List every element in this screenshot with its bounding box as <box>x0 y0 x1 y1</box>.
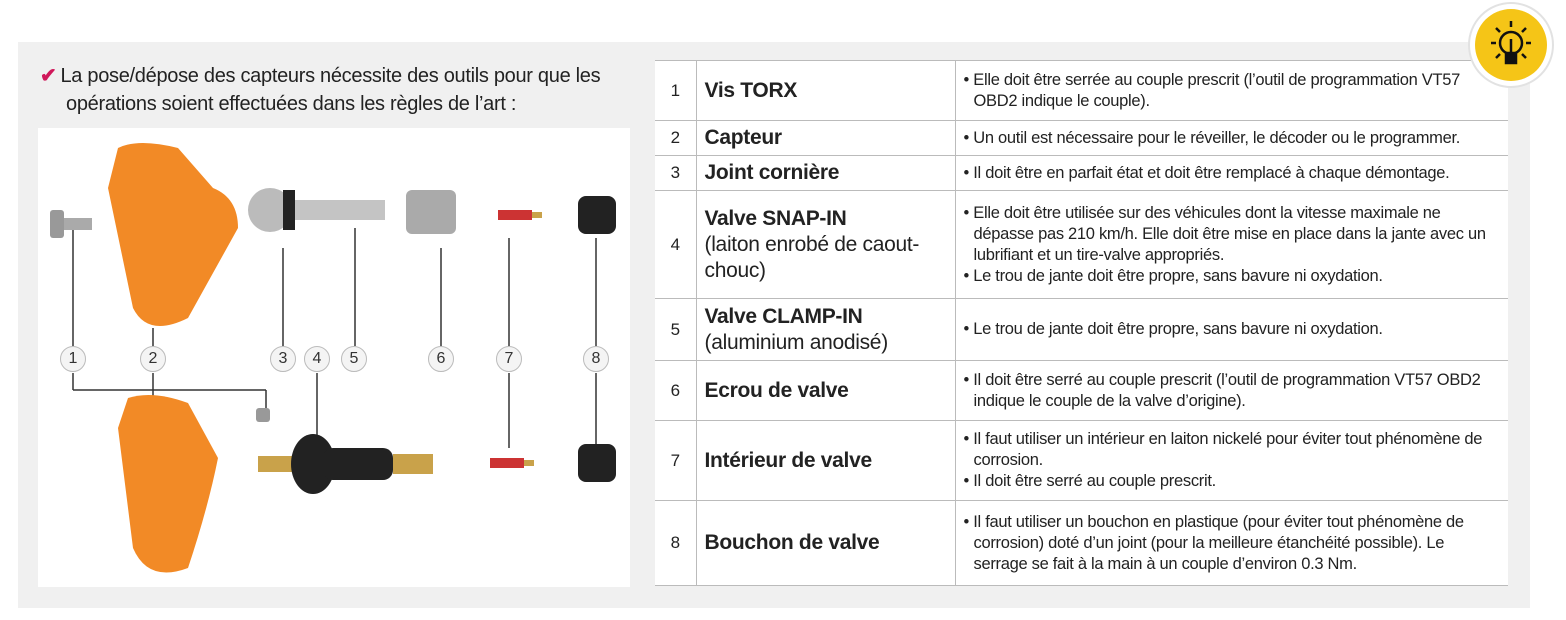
part-description: • Il faut utiliser un intérieur en laito… <box>955 420 1508 501</box>
part-label-2: 2 <box>140 346 166 372</box>
part-name-cell: Valve CLAMP-IN(aluminium anodisé) <box>696 298 956 361</box>
part-label-7: 7 <box>496 346 522 372</box>
part-description: • Il doit être en parfait état et doit ê… <box>955 155 1508 191</box>
part-name: Capteur <box>704 126 783 149</box>
description-text: Un outil est nécessaire pour le réveille… <box>973 128 1461 147</box>
checkmark-icon: ✔ <box>40 65 57 87</box>
parts-illustration <box>50 143 616 573</box>
part-name: Valve CLAMP-IN <box>704 304 863 328</box>
description-text: Il doit être en parfait état et doit êtr… <box>973 163 1450 182</box>
row-number: 8 <box>655 500 697 586</box>
description-bullet: • Elle doit être utilisée sur des véhicu… <box>963 203 1487 264</box>
part-name-cell: Intérieur de valve <box>696 420 956 501</box>
sensor-bottom <box>118 394 218 573</box>
row-number: 2 <box>655 120 697 156</box>
snap-in-valve <box>258 434 433 494</box>
table-row: 1 Vis TORX • Elle doit être serrée au co… <box>655 60 1508 121</box>
torx-screw <box>50 210 92 238</box>
row-number: 4 <box>655 190 697 299</box>
part-name-cell: Ecrou de valve <box>696 360 956 421</box>
description-text: Le trou de jante doit être propre, sans … <box>973 320 1383 338</box>
part-label-3: 3 <box>270 346 296 372</box>
torx-screw-small <box>256 408 270 422</box>
part-description: • Elle doit être serrée au couple prescr… <box>955 60 1508 121</box>
row-number: 1 <box>655 60 697 121</box>
row-number: 6 <box>655 360 697 421</box>
valve-nut <box>406 190 456 234</box>
intro-text: ✔La pose/dépose des capteurs nécessite d… <box>40 62 630 118</box>
valve-cap-2 <box>578 444 616 482</box>
lightbulb-icon <box>1491 21 1531 65</box>
description-text: Elle doit être utilisée sur des véhicule… <box>973 203 1486 264</box>
intro-label: La pose/dépose des capteurs nécessite de… <box>60 65 601 115</box>
part-name-cell: Valve SNAP-IN(laiton enrobé de caout-cho… <box>696 190 956 299</box>
table-row: 4 Valve SNAP-IN(laiton enrobé de caout-c… <box>655 190 1508 299</box>
part-material: (aluminium anodisé) <box>704 330 889 354</box>
table-row: 8 Bouchon de valve • Il faut utiliser un… <box>655 500 1508 586</box>
parts-table: 1 Vis TORX • Elle doit être serrée au co… <box>655 60 1508 586</box>
row-number: 7 <box>655 420 697 501</box>
lightbulb-badge <box>1468 2 1554 88</box>
description-text: Elle doit être serrée au couple prescrit… <box>973 70 1461 110</box>
part-description: • Le trou de jante doit être propre, san… <box>955 298 1508 361</box>
part-description: • Elle doit être utilisée sur des véhicu… <box>955 190 1508 299</box>
description-bullet: • Il faut utiliser un intérieur en laito… <box>963 430 1483 469</box>
part-description: • Il doit être serré au couple prescrit … <box>955 360 1508 421</box>
part-name: Valve SNAP-IN <box>704 206 847 230</box>
description-bullet: • Un outil est nécessaire pour le réveil… <box>963 128 1461 147</box>
row-number: 3 <box>655 155 697 191</box>
part-name-cell: Bouchon de valve <box>696 500 956 586</box>
part-label-5: 5 <box>341 346 367 372</box>
table-row: 6 Ecrou de valve • Il doit être serré au… <box>655 360 1508 421</box>
sensor-top <box>108 143 238 326</box>
description-text: Il faut utiliser un bouchon en plastique… <box>973 512 1464 573</box>
parts-figure: 1 2 3 4 5 6 7 8 <box>38 128 630 587</box>
part-material: (laiton enrobé de caout-chouc) <box>704 232 920 282</box>
part-label-4: 4 <box>304 346 330 372</box>
part-name: Intérieur de valve <box>704 448 873 472</box>
part-label-6: 6 <box>428 346 454 372</box>
valve-cap <box>578 196 616 234</box>
description-bullet: • Il doit être en parfait état et doit ê… <box>963 163 1450 182</box>
part-description: • Il faut utiliser un bouchon en plastiq… <box>955 500 1508 586</box>
table-row: 3 Joint cornière • Il doit être en parfa… <box>655 155 1508 191</box>
part-name-cell: Joint cornière <box>696 155 956 191</box>
table-row: 7 Intérieur de valve • Il faut utiliser … <box>655 420 1508 501</box>
description-bullet: • Il doit être serré au couple prescrit … <box>963 370 1481 410</box>
valve-core-2 <box>490 458 534 468</box>
description-bullet: • Le trou de jante doit être propre, san… <box>963 320 1384 338</box>
description-text: Le trou de jante doit être propre, sans … <box>973 266 1383 285</box>
part-name: Joint cornière <box>704 161 840 184</box>
part-name: Vis TORX <box>704 78 798 102</box>
description-bullet: • Il doit être serré au couple prescrit. <box>963 472 1217 490</box>
row-number: 5 <box>655 298 697 361</box>
part-name-cell: Capteur <box>696 120 956 156</box>
description-bullet: • Elle doit être serrée au couple prescr… <box>963 70 1461 110</box>
part-name-cell: Vis TORX <box>696 60 956 121</box>
description-bullet: • Le trou de jante doit être propre, san… <box>963 266 1384 285</box>
description-bullet: • Il faut utiliser un bouchon en plastiq… <box>963 512 1465 573</box>
part-name: Ecrou de valve <box>704 378 849 402</box>
clamp-in-valve <box>248 188 385 232</box>
description-text: Il doit être serré au couple prescrit (l… <box>973 370 1481 410</box>
table-row: 5 Valve CLAMP-IN(aluminium anodisé) • Le… <box>655 298 1508 361</box>
table-row: 2 Capteur • Un outil est nécessaire pour… <box>655 120 1508 156</box>
description-text: Il faut utiliser un intérieur en laiton … <box>973 430 1483 469</box>
part-label-8: 8 <box>583 346 609 372</box>
part-name: Bouchon de valve <box>704 531 880 554</box>
description-text: Il doit être serré au couple prescrit. <box>973 472 1216 490</box>
part-description: • Un outil est nécessaire pour le réveil… <box>955 120 1508 156</box>
valve-core <box>498 210 542 220</box>
part-label-1: 1 <box>60 346 86 372</box>
